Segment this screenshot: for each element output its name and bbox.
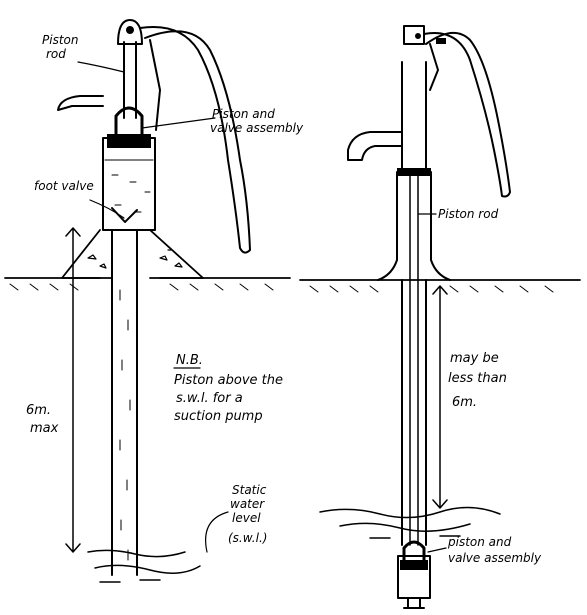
right-pump-upper-body: [401, 61, 427, 169]
right-pump-pedestal: [377, 171, 451, 281]
right-leader-piston-valve: [427, 547, 447, 553]
right-depth-arrow: [432, 285, 448, 509]
label-piston-valve-right: piston and valve assembly: [447, 535, 542, 565]
left-base-stones: [87, 249, 183, 269]
left-piston: [107, 134, 151, 148]
left-pipe-water: [119, 289, 131, 561]
left-concrete-base: [61, 229, 204, 279]
right-handle-link: [429, 43, 439, 91]
left-leader-piston-rod: [77, 61, 125, 73]
left-depth-arrow: [65, 227, 81, 553]
left-handle: [139, 26, 251, 254]
left-handle-link: [149, 39, 161, 131]
label-piston-valve-left: Piston and valve assembly: [210, 107, 304, 135]
left-pump-head: [117, 19, 143, 45]
label-foot-valve: foot valve: [34, 179, 94, 193]
right-handle: [423, 32, 511, 198]
right-pump-head: [403, 25, 425, 45]
left-piston-valve: [114, 106, 144, 136]
left-riser-pipe: [111, 229, 138, 576]
right-handle-tip: [436, 38, 446, 44]
note-title: N.B.: [176, 353, 203, 368]
right-pivot: [415, 33, 421, 39]
left-water-surface: [87, 549, 201, 583]
left-pump-cylinder: [102, 137, 156, 231]
left-piston-rod: [123, 41, 137, 119]
left-leader-foot-valve: [89, 199, 125, 219]
left-foot-valve: [111, 207, 138, 223]
deep-well-pump: [299, 25, 581, 609]
label-piston-rod-left: Piston rod: [42, 33, 82, 61]
left-ground-hatch: [9, 283, 274, 291]
right-cylinder-foot: [403, 597, 425, 609]
right-piston: [400, 560, 428, 570]
left-leader-piston-valve: [141, 117, 216, 129]
right-pump-stand-collar: [397, 168, 431, 176]
label-piston-rod-right: Piston rod: [438, 207, 499, 221]
right-spout: [347, 131, 403, 161]
suction-pump: [4, 19, 291, 583]
right-piston-rod: [409, 171, 419, 546]
left-leader-swl: [205, 511, 229, 553]
right-well-casing: [401, 279, 427, 546]
left-spout: [57, 95, 104, 111]
left-cylinder-water: [104, 159, 154, 213]
right-ground-hatch: [309, 285, 554, 293]
left-pivot: [126, 26, 134, 34]
right-water-surface: [319, 506, 501, 539]
right-pump-cylinder: [397, 555, 431, 599]
right-piston-valve: [402, 540, 426, 564]
note-text: Piston above the s.w.l. for a suction pu…: [174, 373, 287, 424]
label-static-water-level: Static water level (s.w.l.): [228, 483, 270, 545]
suction-note: N.B. Piston above the s.w.l. for a sucti…: [173, 353, 287, 424]
label-max-depth: 6m. max: [26, 403, 59, 436]
label-depth-right: may be less than 6m.: [448, 351, 511, 410]
